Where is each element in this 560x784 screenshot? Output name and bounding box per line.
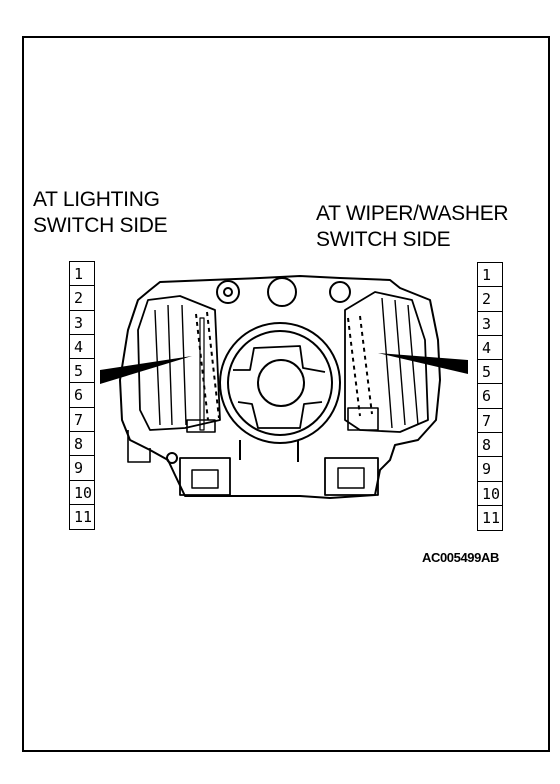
pin-cell: 9	[478, 457, 502, 482]
pin-cell: 3	[70, 311, 94, 335]
pin-cell: 4	[70, 335, 94, 360]
pin-cell: 1	[70, 262, 94, 287]
right-pointer-arrow	[378, 353, 468, 374]
pin-cell: 4	[478, 336, 502, 361]
figure-frame	[22, 36, 550, 752]
wiper-washer-switch-side-label: AT WIPER/WASHER SWITCH SIDE	[316, 201, 509, 253]
pin-cell: 8	[478, 433, 502, 458]
pin-cell: 8	[70, 432, 94, 457]
left-pointer-arrow	[100, 356, 192, 384]
central-rotor-hole	[257, 359, 305, 407]
lighting-label-line2: SWITCH SIDE	[33, 214, 168, 237]
lighting-switch-side-label: AT LIGHTING SWITCH SIDE	[33, 187, 168, 239]
mount-boss-right	[329, 281, 351, 303]
central-rotor-ring	[227, 330, 333, 436]
pin-cell: 10	[478, 482, 502, 506]
wiper-label-line2: SWITCH SIDE	[316, 228, 451, 251]
central-rotor-outer	[219, 322, 341, 444]
pin-cell: 7	[70, 408, 94, 433]
pin-cell: 6	[478, 384, 502, 409]
pin-cell: 3	[478, 312, 502, 336]
pin-cell: 5	[478, 360, 502, 385]
pin-cell: 2	[70, 286, 94, 311]
pin-cell: 6	[70, 383, 94, 408]
lighting-connector-pin-list: 1 2 3 4 5 6 7 8 9 10 11	[69, 261, 95, 531]
pin-cell: 2	[478, 287, 502, 312]
pin-cell: 10	[70, 481, 94, 505]
pin-cell: 11	[482, 508, 501, 527]
pin-cell: 7	[478, 409, 502, 434]
wiper-connector-pin-list: 1 2 3 4 5 6 7 8 9 10 11	[477, 262, 503, 532]
right-connector-housing	[344, 291, 429, 433]
lower-tab-right	[324, 457, 379, 496]
wiper-label-line1: AT WIPER/WASHER	[316, 202, 509, 225]
mount-boss-left	[216, 280, 240, 304]
pin-cell: 5	[70, 359, 94, 384]
pin-cell: 1	[478, 263, 502, 288]
left-connector-housing	[137, 295, 221, 431]
lower-tab-left	[179, 457, 231, 496]
lighting-label-line1: AT LIGHTING	[33, 188, 160, 211]
mount-boss-center	[267, 277, 297, 307]
pin-cell: 9	[70, 456, 94, 481]
pin-cell: 11	[74, 507, 93, 526]
figure-code: AC005499AB	[422, 550, 499, 565]
